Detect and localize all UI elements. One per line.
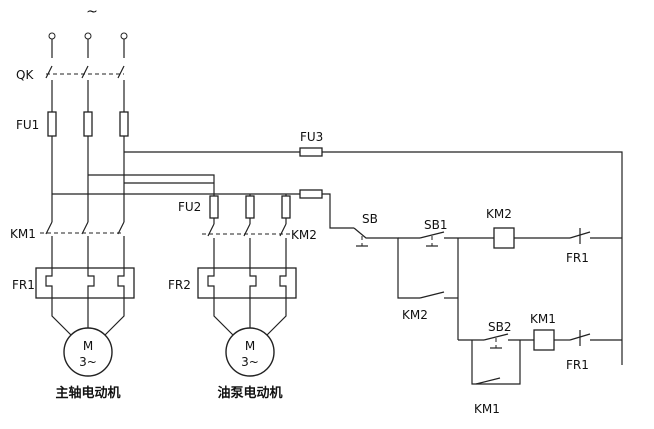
km2-aux-label: KM2	[402, 308, 428, 322]
km2-coil	[493, 227, 515, 249]
sb2-start-button	[483, 333, 509, 349]
control-fuse	[299, 189, 323, 199]
km2-main-contacts	[207, 218, 287, 268]
fr1-contact-top-label: FR1	[566, 251, 589, 265]
fr1-label: FR1	[12, 278, 35, 292]
sb1-start-button	[419, 231, 445, 247]
km1-coil	[533, 329, 555, 351]
fr1-thermal-relay	[35, 267, 135, 299]
km2-hold-contact	[419, 291, 458, 299]
fr1-nc-contact-bottom	[569, 330, 591, 346]
km1-hold-contact	[475, 340, 521, 385]
pump-motor	[225, 327, 275, 377]
pump-motor-letter: M	[245, 339, 255, 353]
fr1-nc-contact-top	[569, 228, 591, 244]
fu1-label: FU1	[16, 118, 39, 132]
km1-aux-label: KM1	[474, 402, 500, 416]
sb-label: SB	[362, 212, 378, 226]
spindle-motor-phase: 3~	[79, 355, 97, 369]
pump-motor-caption: 油泵电动机	[217, 385, 282, 401]
sb-stop-button	[353, 227, 376, 247]
fu3-label: FU3	[300, 130, 323, 144]
fu1-fuses	[47, 111, 129, 137]
spindle-motor-caption: 主轴电动机	[55, 385, 120, 401]
qk-label: QK	[16, 68, 34, 82]
km1-coil-label: KM1	[530, 312, 556, 326]
fu3-fuse	[299, 147, 323, 157]
km2-coil-label: KM2	[486, 207, 512, 221]
fr2-elements	[207, 268, 287, 298]
km2-main-label: KM2	[291, 228, 317, 242]
sb1-label: SB1	[424, 218, 447, 232]
fr2-thermal-relay	[197, 267, 297, 299]
km1-main-contacts	[45, 221, 125, 268]
supply-terminals	[48, 32, 128, 40]
sb2-label: SB2	[488, 320, 511, 334]
ac-supply-symbol: ~	[86, 4, 98, 20]
spindle-motor-letter: M	[83, 339, 93, 353]
fu2-label: FU2	[178, 200, 201, 214]
fu2-fuses	[209, 195, 291, 219]
km1-main-label: KM1	[10, 227, 36, 241]
spindle-motor	[63, 327, 113, 377]
fr2-label: FR2	[168, 278, 191, 292]
fr1-elements	[45, 268, 125, 298]
pump-motor-phase: 3~	[241, 355, 259, 369]
fr1-contact-bottom-label: FR1	[566, 358, 589, 372]
phase-lines	[45, 39, 125, 112]
